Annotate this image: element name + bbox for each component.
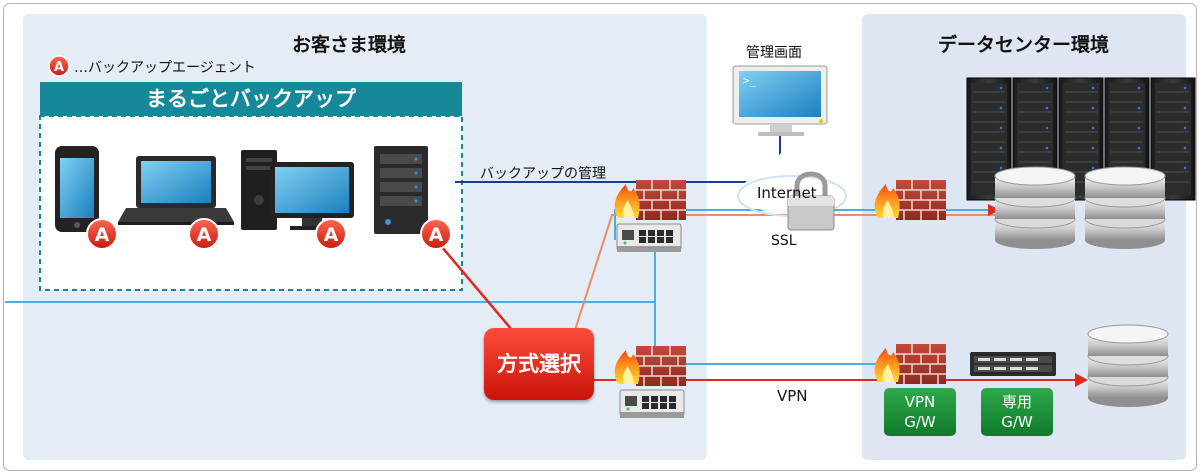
rack-server-appliance-icon [970,352,1056,376]
internet-route-line [574,214,1000,331]
agent-badge-laptop: A [188,218,220,250]
dedicated-gateway-line2: G/W [1001,413,1033,431]
ssl-label: SSL [771,233,797,249]
switch-bottom-icon [619,389,685,419]
connection-lines [5,118,1076,381]
customer-env-title: お客さま環境 [292,34,407,56]
agent-to-method-line [435,239,513,331]
vpn-gateway-line2: G/W [904,413,936,431]
smartphone-icon [55,146,99,232]
method-select-box: 方式選択 [484,328,594,400]
storage-disk-stack-right-icon [1084,166,1166,250]
svg-text:A: A [197,224,212,246]
firewall-datacenter-top-icon [873,179,947,221]
svg-text:A: A [54,60,64,75]
agent-badge-desktop: A [315,218,347,250]
vpn-gateway-line1: VPN [904,393,936,411]
svg-text:A: A [429,224,444,246]
agent-badge-legend: A [48,55,70,77]
agent-badge-phone: A [86,218,118,250]
svg-text:A: A [324,224,339,246]
firewall-internet-icon [613,179,687,221]
internet-label: Internet [757,184,817,202]
management-monitor-icon: >_ [732,65,828,136]
switch-top-icon [616,223,682,253]
firewall-vpn-icon [613,345,687,387]
storage-disk-stack-vpn-icon [1087,324,1169,408]
vpn-gateway-box: VPN G/W [884,388,956,436]
vpn-label: VPN [777,387,808,405]
dedicated-gateway-line1: 専用 [1001,393,1032,411]
agent-badge-server: A [420,218,452,250]
internet-arrowhead [988,204,1000,216]
internet-line [614,209,1000,240]
agent-legend-text: …バックアップエージェント [74,60,256,76]
svg-text:A: A [95,224,110,246]
management-screen-label: 管理画面 [746,45,802,61]
storage-disk-stack-left-icon [994,166,1076,250]
dedicated-gateway-box: 専用 G/W [981,388,1053,436]
server-tower-icon [374,146,428,234]
backup-management-label: バックアップの管理 [480,166,606,182]
firewall-datacenter-bottom-icon [873,343,947,385]
vpn-arrowhead [1075,373,1088,387]
svg-text:>_: >_ [743,74,757,87]
desktop-pc-icon [241,150,354,230]
ssl-lock-icon [787,171,835,231]
full-backup-banner: まるごとバックアップ [40,82,462,116]
datacenter-env-title: データセンター環境 [938,34,1110,56]
